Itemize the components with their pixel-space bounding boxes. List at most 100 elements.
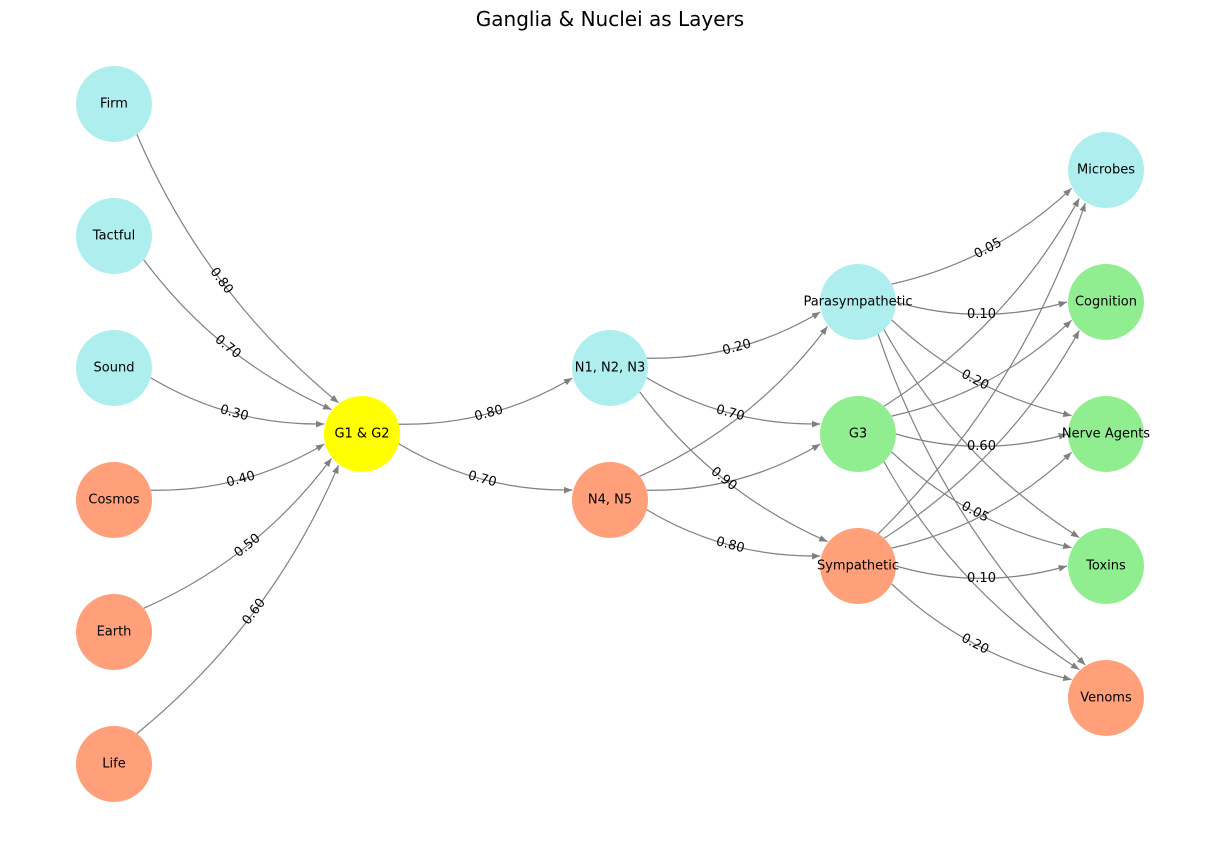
edge-weight-label: 0.20 (959, 367, 992, 394)
diagram-title: Ganglia & Nuclei as Layers (476, 7, 744, 31)
edge-weight-label: 0.30 (218, 402, 250, 424)
node-circle (76, 66, 152, 142)
edge-g12-n45 (398, 443, 573, 494)
edge-g3-toxins (891, 451, 1072, 550)
edge-cosmos-g12 (150, 443, 325, 491)
edge-life-g12 (136, 464, 340, 735)
edge-firm-g12 (136, 134, 339, 404)
edge-weight-label: 0.20 (959, 631, 992, 658)
edge-para-microbes (891, 187, 1072, 285)
node-label: G1 & G2 (334, 427, 389, 442)
edge-weight-label: 0.40 (225, 469, 257, 491)
edge-weight-label: 0.80 (473, 403, 505, 425)
node-circle (1068, 132, 1144, 208)
node-sound: Sound (76, 330, 152, 406)
node-symp: Sympathetic (817, 528, 899, 604)
node-cognition: Cognition (1068, 264, 1144, 340)
edge-n45-symp (646, 509, 821, 560)
node-earth: Earth (76, 594, 152, 670)
node-toxins: Toxins (1068, 528, 1144, 604)
node-label: N1, N2, N3 (575, 361, 646, 376)
edge-symp-venoms (891, 583, 1072, 682)
node-label: Sympathetic (817, 559, 899, 574)
edge-weight-label: 0.70 (714, 402, 746, 424)
node-label: Toxins (1085, 559, 1126, 574)
node-nerve: Nerve Agents (1062, 396, 1150, 472)
node-label: Cosmos (88, 493, 139, 508)
edge-sound-g12 (150, 377, 325, 428)
edge-weight-label: 0.10 (967, 307, 996, 322)
node-circle (76, 330, 152, 406)
edge-tactful-g12 (143, 259, 332, 411)
edge-para-venoms (877, 334, 1086, 666)
edge-n123-symp (639, 391, 828, 543)
edge-weight-label: 0.50 (232, 531, 264, 561)
node-circle (820, 528, 896, 604)
node-circle (76, 462, 152, 538)
node-label: N4, N5 (588, 493, 632, 508)
node-label: Parasympathetic (803, 295, 912, 310)
node-circle (1068, 660, 1144, 736)
edge-weight-label: 0.60 (967, 439, 996, 454)
node-circle (76, 198, 152, 274)
edge-para-cognition (895, 301, 1068, 315)
node-label: Tactful (92, 229, 135, 244)
edge-weight-label: 0.05 (959, 499, 992, 526)
edges-layer (136, 134, 1086, 735)
edge-symp-microbes (877, 202, 1086, 535)
edge-weight-label: 0.80 (714, 534, 746, 556)
node-n123: N1, N2, N3 (572, 330, 648, 406)
edge-weight-label: 0.90 (708, 464, 740, 494)
node-label: Sound (94, 361, 135, 376)
node-n45: N4, N5 (572, 462, 648, 538)
node-label: Earth (97, 625, 132, 640)
edge-symp-toxins (895, 565, 1068, 579)
node-label: Venoms (1080, 691, 1132, 706)
node-g12: G1 & G2 (324, 396, 400, 472)
node-life: Life (76, 726, 152, 802)
edge-n123-g3 (646, 377, 821, 428)
edge-symp-nerve (891, 451, 1072, 549)
node-tactful: Tactful (76, 198, 152, 274)
node-circle (820, 264, 896, 340)
edge-weight-label: 0.60 (240, 596, 269, 628)
node-circle (1068, 396, 1144, 472)
edge-n45-para (639, 325, 829, 477)
node-label: Life (102, 757, 125, 772)
node-circle (1068, 264, 1144, 340)
edge-symp-cognition (883, 330, 1080, 539)
edge-para-nerve (891, 319, 1072, 418)
node-circle (76, 726, 152, 802)
edge-weight-label: 0.05 (972, 235, 1005, 262)
node-para: Parasympathetic (803, 264, 913, 340)
edge-weight-label: 0.80 (207, 265, 236, 297)
node-g3: G3 (820, 396, 896, 472)
node-venoms: Venoms (1068, 660, 1144, 736)
edge-n123-para (646, 311, 821, 359)
node-label: Firm (100, 97, 128, 112)
edge-weight-label: 0.20 (721, 337, 753, 359)
node-label: G3 (849, 427, 867, 442)
edge-n45-g3 (646, 443, 821, 491)
node-circle (1068, 528, 1144, 604)
node-label: Microbes (1077, 163, 1135, 178)
node-microbes: Microbes (1068, 132, 1144, 208)
node-circle (572, 330, 648, 406)
node-circle (820, 396, 896, 472)
edge-weight-label: 0.70 (212, 332, 244, 362)
node-circle (324, 396, 400, 472)
edge-g12-n123 (398, 377, 573, 425)
node-circle (76, 594, 152, 670)
edge-g3-microbes (883, 198, 1080, 407)
edge-weight-label: 0.70 (466, 468, 498, 490)
node-label: Nerve Agents (1062, 427, 1150, 442)
edge-g3-cognition (891, 319, 1072, 417)
node-firm: Firm (76, 66, 152, 142)
node-label: Cognition (1075, 295, 1137, 310)
edge-earth-g12 (143, 457, 333, 609)
node-cosmos: Cosmos (76, 462, 152, 538)
edge-weight-label: 0.10 (967, 571, 996, 586)
edge-g3-nerve (895, 433, 1068, 447)
